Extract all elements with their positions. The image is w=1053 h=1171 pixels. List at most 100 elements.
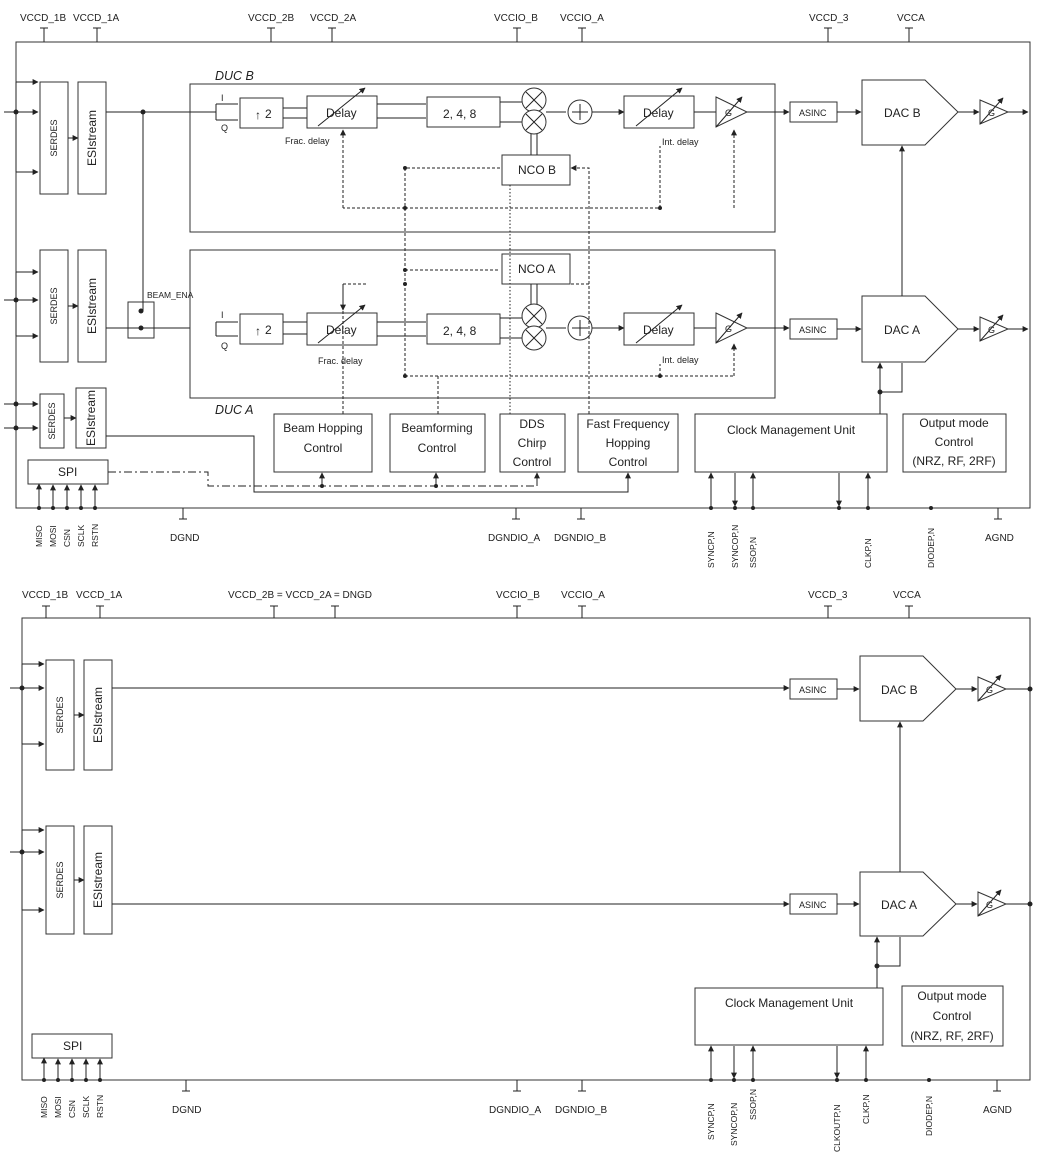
top-ground-pins: DGND DGNDIO_A DGNDIO_B AGND xyxy=(170,508,1014,544)
dac-b-label: DAC B xyxy=(884,106,921,120)
beam-ena-label: BEAM_ENA xyxy=(147,290,194,300)
pin-label: DGNDIO_A xyxy=(488,533,541,544)
top-duc-a: DUC A NCO A I Q ↑ 2 Delay Frac. delay 2,… xyxy=(189,249,776,417)
output-mode-label: (NRZ, RF, 2RF) xyxy=(910,1029,993,1043)
cmu-label: Clock Management Unit xyxy=(725,996,854,1010)
pin-label: DGND xyxy=(172,1105,201,1116)
bottom-control-blocks: Clock Management Unit Output mode Contro… xyxy=(694,985,1004,1047)
pin-label: RSTN xyxy=(95,1095,105,1118)
interp248-label: 2, 4, 8 xyxy=(443,324,477,338)
int-delay-block xyxy=(623,312,695,346)
interp2-label: 2 xyxy=(265,323,272,337)
esistream-label: ESIstream xyxy=(85,110,99,166)
gain-icon xyxy=(715,96,749,128)
duc-b-frame xyxy=(189,83,776,233)
i-label: I xyxy=(221,310,224,320)
top-pin-vccio-b: VCCIO_B xyxy=(494,13,538,42)
pin-label: SSOP,N xyxy=(748,1089,758,1120)
up-arrow-icon: ↑ xyxy=(255,324,261,338)
q-label: Q xyxy=(221,341,228,351)
top-diagram: VCCD_1B VCCD_1A VCCD_2B VCCD_2A VCCIO_B … xyxy=(4,13,1031,568)
top-pin-vccio-a: VCCIO_A xyxy=(560,13,604,42)
mixer-icon xyxy=(521,303,547,351)
pin-label: DIODEP,N xyxy=(924,1096,934,1136)
top-spi: SPI xyxy=(27,435,631,493)
nco-a-block xyxy=(501,253,571,285)
pin-label: VCCD_3 xyxy=(809,13,849,24)
delay-label: Delay xyxy=(643,323,674,337)
pin-label: CLKOUTP,N xyxy=(832,1104,842,1152)
pin-label: VCCA xyxy=(897,13,925,24)
summer-icon xyxy=(567,315,593,341)
serdes-block xyxy=(39,81,69,195)
top-lane-control: SERDES ESIstream xyxy=(39,387,107,449)
bottom-dac-a-path: ASINC DAC A G xyxy=(789,721,1033,988)
pin-label: VCCD_1B xyxy=(22,590,68,601)
esistream-block xyxy=(83,825,113,935)
delay-label: Delay xyxy=(643,106,674,120)
top-lane-a: SERDES ESIstream xyxy=(39,249,107,363)
beam-ena-switch xyxy=(127,301,155,339)
output-gain-icon xyxy=(977,891,1008,917)
pin-label: DGNDIO_B xyxy=(555,1105,608,1116)
output-mode-label: Control xyxy=(933,1009,972,1023)
top-pin-vccd-1a: VCCD_1A xyxy=(73,13,119,42)
top-control-routing xyxy=(340,129,737,414)
bottom-lane-b: SERDES ESIstream xyxy=(45,659,790,771)
bottom-lane-inputs xyxy=(10,661,45,913)
nco-b-label: NCO B xyxy=(518,163,556,177)
interp248-block xyxy=(426,96,501,128)
frac-delay-label: Frac. delay xyxy=(285,136,330,146)
output-mode-label: Output mode xyxy=(917,989,987,1003)
gain-label: G xyxy=(988,325,995,335)
serdes-label: SERDES xyxy=(49,287,59,324)
spi-block xyxy=(27,459,109,485)
serdes-label: SERDES xyxy=(55,696,65,733)
pin-label: SYNCOP,N xyxy=(729,1103,739,1146)
esistream-label: ESIstream xyxy=(85,278,99,334)
pin-label: VCCD_1B xyxy=(20,13,66,24)
top-lane-b: SERDES ESIstream xyxy=(39,81,107,195)
top-pin-vccd-2b: VCCD_2B xyxy=(248,13,294,42)
top-beam-ena: BEAM_ENA xyxy=(106,109,194,339)
pin-label: VCCD_2A xyxy=(310,13,356,24)
pin-label: SCLK xyxy=(81,1095,91,1118)
beamforming-label: Beamforming xyxy=(401,421,472,435)
summer-icon xyxy=(567,99,593,125)
top-dac-b-path: ASINC DAC B G xyxy=(747,79,1029,146)
top-supply-pins: VCCD_1B VCCD_1A VCCD_2B VCCD_2A VCCIO_B … xyxy=(20,13,925,42)
top-dac-a-path: ASINC DAC A G xyxy=(747,145,1029,414)
esistream-label: ESIstream xyxy=(84,390,98,446)
delay-label: Delay xyxy=(326,323,357,337)
asinc-label: ASINC xyxy=(799,900,827,910)
nco-b-block xyxy=(501,154,571,186)
esistream-block xyxy=(83,659,113,771)
output-mode-label: (NRZ, RF, 2RF) xyxy=(912,454,995,468)
bottom-lane-a: SERDES ESIstream xyxy=(45,825,790,935)
serdes-label: SERDES xyxy=(47,402,57,439)
pin-label: DGNDIO_B xyxy=(554,533,607,544)
dac-a-label: DAC A xyxy=(884,323,920,337)
pin-label: SSOP,N xyxy=(748,537,758,568)
pin-label: RSTN xyxy=(90,524,100,547)
pin-label: MISO xyxy=(39,1096,49,1118)
gain-icon xyxy=(715,312,749,344)
delay-label: Delay xyxy=(326,106,357,120)
output-gain-icon xyxy=(979,316,1010,342)
pin-label: AGND xyxy=(985,533,1014,544)
serdes-block xyxy=(39,393,65,449)
pin-label: DGNDIO_A xyxy=(489,1105,542,1116)
bottom-supply-pins: VCCD_1B VCCD_1A VCCD_2B = VCCD_2A = DNGD… xyxy=(22,590,921,618)
dac-a-label: DAC A xyxy=(881,898,917,912)
serdes-label: SERDES xyxy=(55,861,65,898)
esistream-label: ESIstream xyxy=(91,687,105,743)
dds-chirp-control-block xyxy=(499,413,566,473)
frac-delay-block xyxy=(306,95,378,129)
output-mode-control-block xyxy=(901,985,1004,1047)
top-clock-pins: SYNCP,N SYNCOP,N SSOP,N CLKP,N DIODEP,N xyxy=(706,472,936,568)
bottom-ground-pins: DGND DGNDIO_A DGNDIO_B AGND xyxy=(172,1080,1012,1116)
dds-chirp-label: Control xyxy=(513,455,552,469)
asinc-label: ASINC xyxy=(799,108,827,118)
dac-b-block xyxy=(861,79,959,146)
asinc-label: ASINC xyxy=(799,685,827,695)
